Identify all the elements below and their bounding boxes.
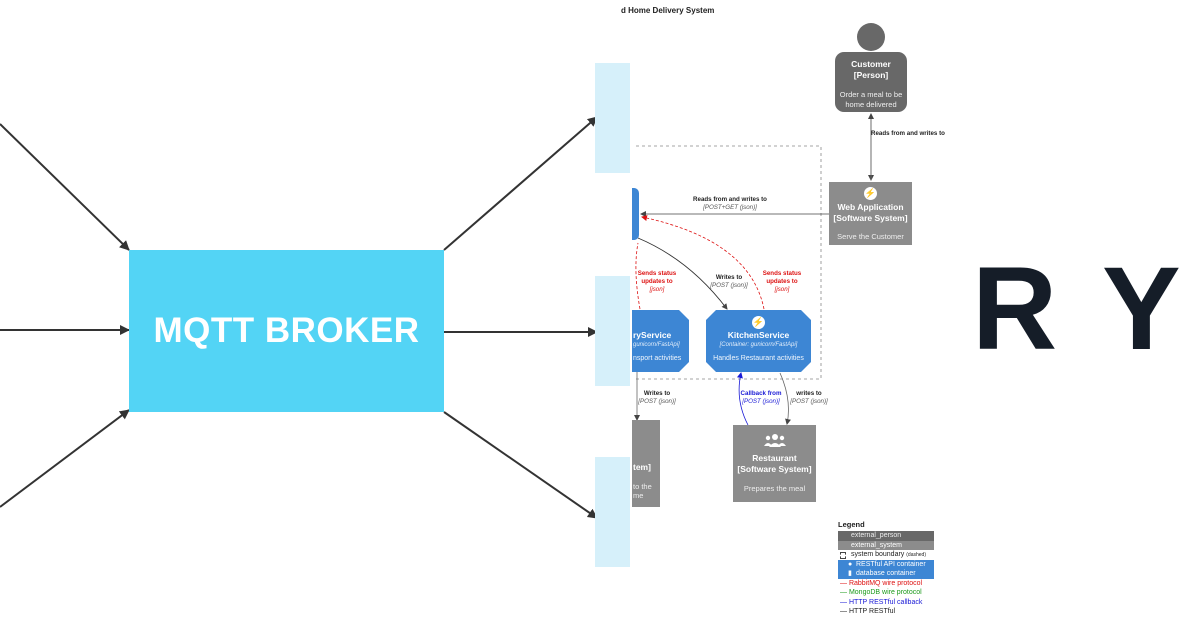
label-order-kitchen-title: Writes to (715, 274, 743, 281)
delivery-software-system: tem] to the me (632, 420, 660, 507)
kitchen-service-desc: Handles Restaurant activities (713, 355, 804, 362)
legend-boundary-note: (dashed) (906, 552, 926, 558)
order-service-container (632, 188, 639, 240)
arrow-in-bottom (0, 409, 130, 508)
boundary-icon (840, 552, 846, 559)
legend-item-system-boundary: system boundary (dashed) (838, 550, 934, 560)
restaurant-name: Restaurant (752, 453, 797, 463)
legend-mongodb-label: MongoDB wire protocol (848, 589, 922, 596)
web-app-type: [Software System] (833, 213, 908, 223)
kitchen-service-name: KitchenService (727, 330, 790, 340)
system-boundary (636, 145, 822, 380)
legend-boundary-label: system boundary (851, 551, 905, 558)
label-delivery-writes: Writes to [POST (json)] (636, 390, 678, 406)
label-status-left-tech: [json] (649, 286, 665, 293)
edge-kitchen-status (641, 215, 765, 310)
label-delivery-writes-tech: [POST (json)] (638, 398, 676, 405)
topic-box-bottom (595, 457, 630, 567)
label-status-left-2: updates to (641, 278, 673, 285)
legend-item-external-system: external_system (838, 540, 934, 550)
mqtt-broker-box: MQTT BROKER (129, 250, 444, 412)
label-status-right-tech: [json] (774, 286, 790, 293)
restful-container-icon: ● (848, 560, 853, 568)
legend-item-restful-container: ● RESTful API container (838, 560, 934, 570)
web-app-name: Web Application (837, 202, 904, 212)
customer-desc-2: home delivered (845, 100, 897, 109)
legend: Legend external_person external_system s… (838, 520, 934, 617)
edge-order-kitchen (637, 237, 728, 310)
label-kitchen-writes-title: writes to (796, 390, 822, 397)
customer-person: Customer [Person] Order a meal to be hom… (835, 52, 907, 112)
customer-head-icon (857, 23, 885, 51)
label-web-order-tech: [POST+GET (json)] (703, 204, 757, 211)
bolt-icon: ⚡ (864, 187, 877, 200)
legend-title: Legend (838, 520, 865, 529)
arrow-in-top (0, 123, 130, 251)
label-status-left-1: Sends status (637, 270, 677, 277)
label-order-kitchen-tech: [POST (json)] (710, 282, 748, 289)
label-callback-tech: [POST (json)] (742, 398, 780, 405)
bolt-icon: ⚡ (752, 316, 765, 329)
diagram-title: d Home Delivery System (621, 6, 715, 15)
legend-restful-http-label: HTTP RESTful (848, 608, 896, 615)
legend-item-database-container: ▮ database container (838, 569, 934, 579)
mqtt-diagram-panel: MQTT BROKER (0, 63, 630, 567)
customer-name: Customer (851, 59, 891, 69)
label-status-right: Sends status updates to [json] (760, 270, 804, 294)
delivery-service-desc: nsport activities (633, 355, 682, 362)
legend-container-group: ● RESTful API container ▮ database conta… (838, 559, 934, 579)
restaurant-desc: Prepares the meal (743, 484, 806, 493)
label-status-right-2: updates to (766, 278, 798, 285)
restaurant-system: Restaurant [Software System] Prepares th… (733, 425, 816, 502)
label-kitchen-writes-tech: [POST (json)] (790, 398, 828, 405)
restaurant-type: [Software System] (737, 464, 812, 474)
customer-desc-1: Order a meal to be (839, 90, 903, 99)
legend-callback-label: HTTP RESTful callback (848, 598, 923, 606)
topic-box-top (595, 63, 630, 173)
legend-item-restful: — HTTP RESTful (840, 608, 896, 615)
kitchen-service-tech: [Container: gunicorn/FastApi] (719, 342, 798, 348)
edge-kitchen-writes (779, 372, 791, 425)
label-web-order: Reads from and writes to [POST+GET (json… (690, 196, 770, 212)
label-status-left: Sends status updates to [json] (636, 270, 678, 294)
customer-type: [Person] (853, 70, 889, 80)
edge-callback (736, 372, 749, 426)
web-application-system: ⚡ Web Application [Software System] Serv… (829, 182, 912, 245)
label-callback: Callback from [POST (json)] (736, 390, 786, 406)
legend-database-label: database container (856, 570, 916, 577)
web-app-desc: Serve the Customer (837, 232, 904, 241)
legend-rabbitmq-label: RabbitMQ wire protocol (848, 579, 923, 587)
delivery-service-tech: gunicorn/FastApi] (633, 342, 680, 348)
overlay-letter-y: Y (1102, 243, 1181, 375)
delivery-system-name: tem] (633, 462, 651, 472)
arrow-out-bottom (443, 411, 598, 519)
users-icon (733, 433, 816, 449)
label-customer-web: Reads from and writes to (871, 130, 945, 138)
delivery-service-container: ryService gunicorn/FastApi] nsport activ… (632, 310, 689, 372)
label-customer-web-title: Reads from and writes to (871, 130, 945, 137)
delivery-system-desc-1: to the (633, 482, 652, 491)
kitchen-service-container: ⚡ KitchenService [Container: gunicorn/Fa… (706, 310, 811, 372)
label-order-kitchen: Writes to [POST (json)] (704, 274, 754, 290)
label-callback-title: Callback from (740, 390, 782, 397)
delivery-system-desc-2: me (633, 491, 644, 500)
edge-delivery-status (635, 242, 641, 310)
mqtt-arrows (0, 116, 598, 519)
overlay-letter-r: R (972, 243, 1058, 375)
database-icon: ▮ (848, 570, 852, 577)
legend-restful-label: RESTful API container (856, 560, 926, 568)
label-web-order-title: Reads from and writes to (693, 196, 767, 203)
label-delivery-writes-title: Writes to (643, 390, 671, 397)
label-status-right-1: Sends status (762, 270, 802, 277)
legend-item-mongodb: — MongoDB wire protocol (840, 589, 922, 596)
delivery-service-name: ryService (633, 330, 672, 340)
arrow-out-top (443, 116, 598, 251)
topic-box-middle (595, 276, 630, 386)
mqtt-broker-label: MQTT BROKER (153, 311, 420, 350)
legend-item-callback: — HTTP RESTful callback (840, 598, 923, 606)
label-kitchen-writes: writes to [POST (json)] (788, 390, 830, 406)
legend-item-external-person: external_person (838, 531, 934, 541)
legend-item-rabbitmq: — RabbitMQ wire protocol (840, 579, 923, 587)
